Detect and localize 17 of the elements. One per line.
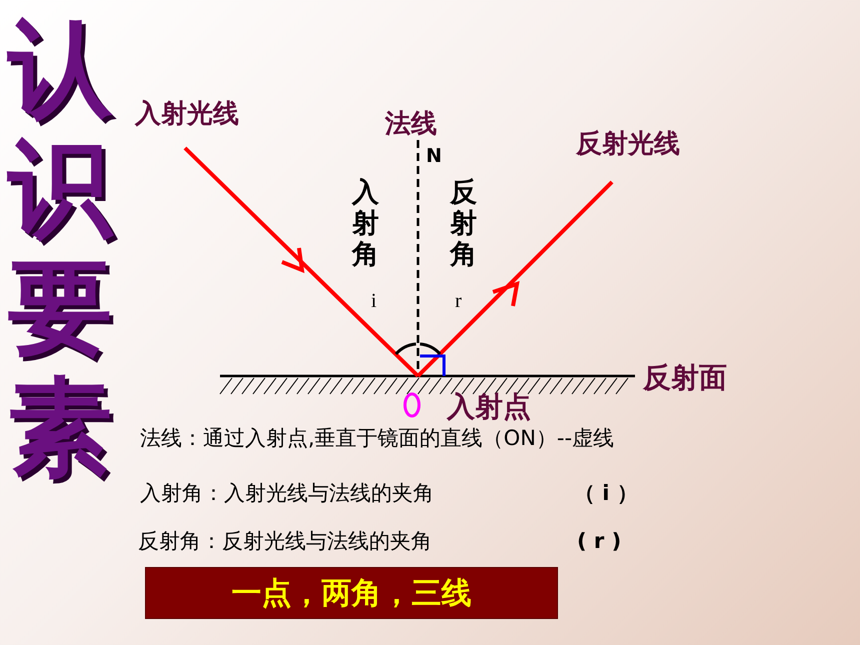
ray-label: 反射光线 (576, 130, 680, 159)
definition-text: 法线：通过入射点,垂直于镜面的直线（ON）--虚线 (140, 427, 614, 450)
angle-symbol: r (455, 290, 462, 312)
angle-symbol: i (371, 290, 377, 312)
point-label: 入射点 (447, 392, 531, 423)
symbol-label: （ i ） (574, 482, 638, 506)
surface-label: 反射面 (643, 363, 727, 394)
definition-text: 入射角：入射光线与法线的夹角 (140, 482, 434, 506)
summary-box: 一点，两角，三线 (145, 567, 558, 619)
angle-label: 反射角 (450, 177, 477, 270)
normal-label: 法线 (385, 110, 437, 139)
ray-label: 入射光线 (135, 100, 239, 129)
symbol-label: ( r ) (577, 530, 622, 554)
title: 认识要素 (8, 8, 112, 486)
angle-label: 入射角 (352, 177, 379, 270)
point-letter: N (426, 146, 442, 167)
definition-text: 反射角：反射光线与法线的夹角 (138, 530, 432, 554)
